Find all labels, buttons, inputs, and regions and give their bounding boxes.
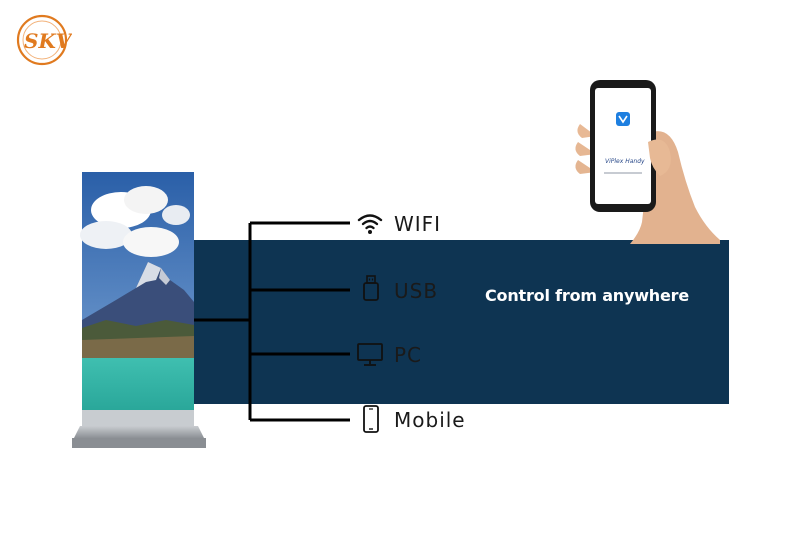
brand-logo: SKV [16, 14, 72, 66]
usb-icon [363, 275, 379, 301]
phone-app-name: ViPlex Handy [605, 158, 645, 165]
wifi-icon [357, 214, 383, 234]
phone-in-hand-image [575, 80, 720, 244]
mobile-label: Mobile [394, 408, 466, 432]
svg-text:SKV: SKV [24, 29, 72, 53]
kiosk-display-image [72, 172, 206, 448]
wifi-label: WIFI [394, 212, 442, 236]
monitor-icon [357, 343, 383, 366]
usb-label: USB [394, 279, 439, 303]
info-banner [193, 240, 729, 404]
mobile-icon [363, 405, 379, 433]
pc-label: PC [394, 343, 423, 367]
banner-title: Control from anywhere [485, 286, 689, 305]
